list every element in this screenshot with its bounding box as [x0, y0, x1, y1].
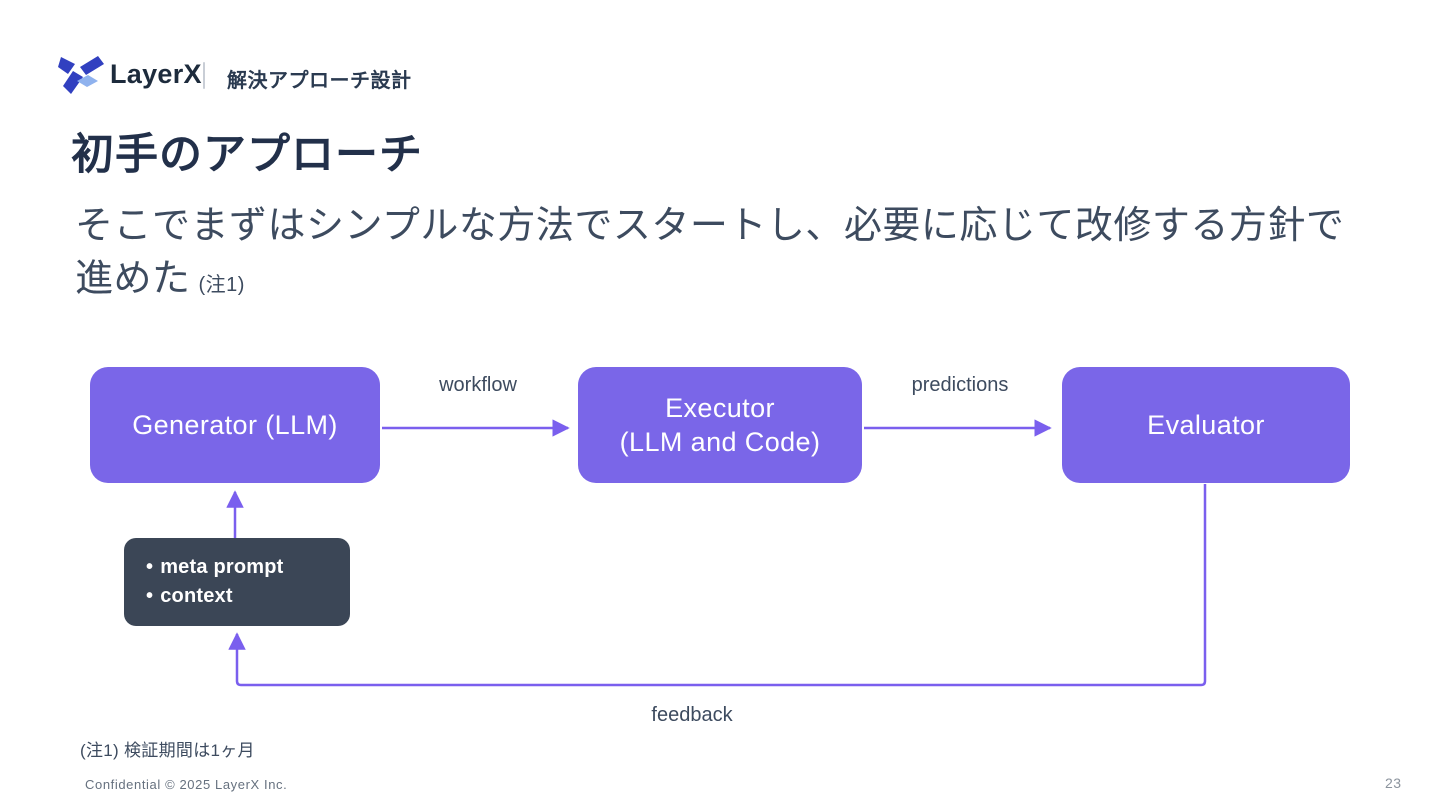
edge-feedback-arrow [228, 484, 1207, 687]
list-item-label: meta prompt [160, 556, 284, 578]
brand-wordmark: LayerX [110, 59, 202, 89]
slide-body-text: そこでまずはシンプルな方法でスタートし、必要に応じて改修する方針で 進めた (注1… [75, 200, 1385, 312]
bullet-icon: • [146, 585, 154, 607]
generator-inputs-box: • meta prompt • context [124, 538, 350, 626]
node-generator: Generator (LLM) [90, 367, 380, 483]
bullet-icon: • [146, 556, 154, 578]
node-executor-label-line1: Executor [665, 393, 775, 423]
list-item-meta-prompt: • meta prompt [146, 554, 350, 581]
node-generator-label: Generator (LLM) [132, 410, 338, 440]
list-item-context: • context [146, 583, 350, 610]
node-evaluator: Evaluator [1062, 367, 1350, 483]
node-evaluator-label: Evaluator [1147, 410, 1265, 440]
body-note-ref: (注1) [198, 274, 245, 296]
page-number: 23 [1385, 775, 1402, 791]
footer-confidential: Confidential © 2025 LayerX Inc. [85, 777, 288, 792]
footnote: (注1) 検証期間は1ヶ月 [80, 741, 255, 760]
edge-label-feedback: feedback [651, 704, 733, 726]
list-item-label: context [160, 585, 233, 607]
header-divider [203, 62, 205, 89]
edge-label-workflow: workflow [439, 374, 517, 396]
node-executor: Executor (LLM and Code) [578, 367, 862, 483]
section-title: 解決アプローチ設計 [227, 70, 412, 92]
node-executor-label-line2: (LLM and Code) [619, 427, 821, 457]
edge-label-predictions: predictions [911, 374, 1009, 396]
body-line-1: そこでまずはシンプルな方法でスタートし、必要に応じて改修する方針で [75, 205, 1345, 247]
body-line-2: 進めた [75, 258, 191, 300]
layerx-logo-icon [58, 56, 104, 94]
page-title: 初手のアプローチ [71, 131, 423, 179]
